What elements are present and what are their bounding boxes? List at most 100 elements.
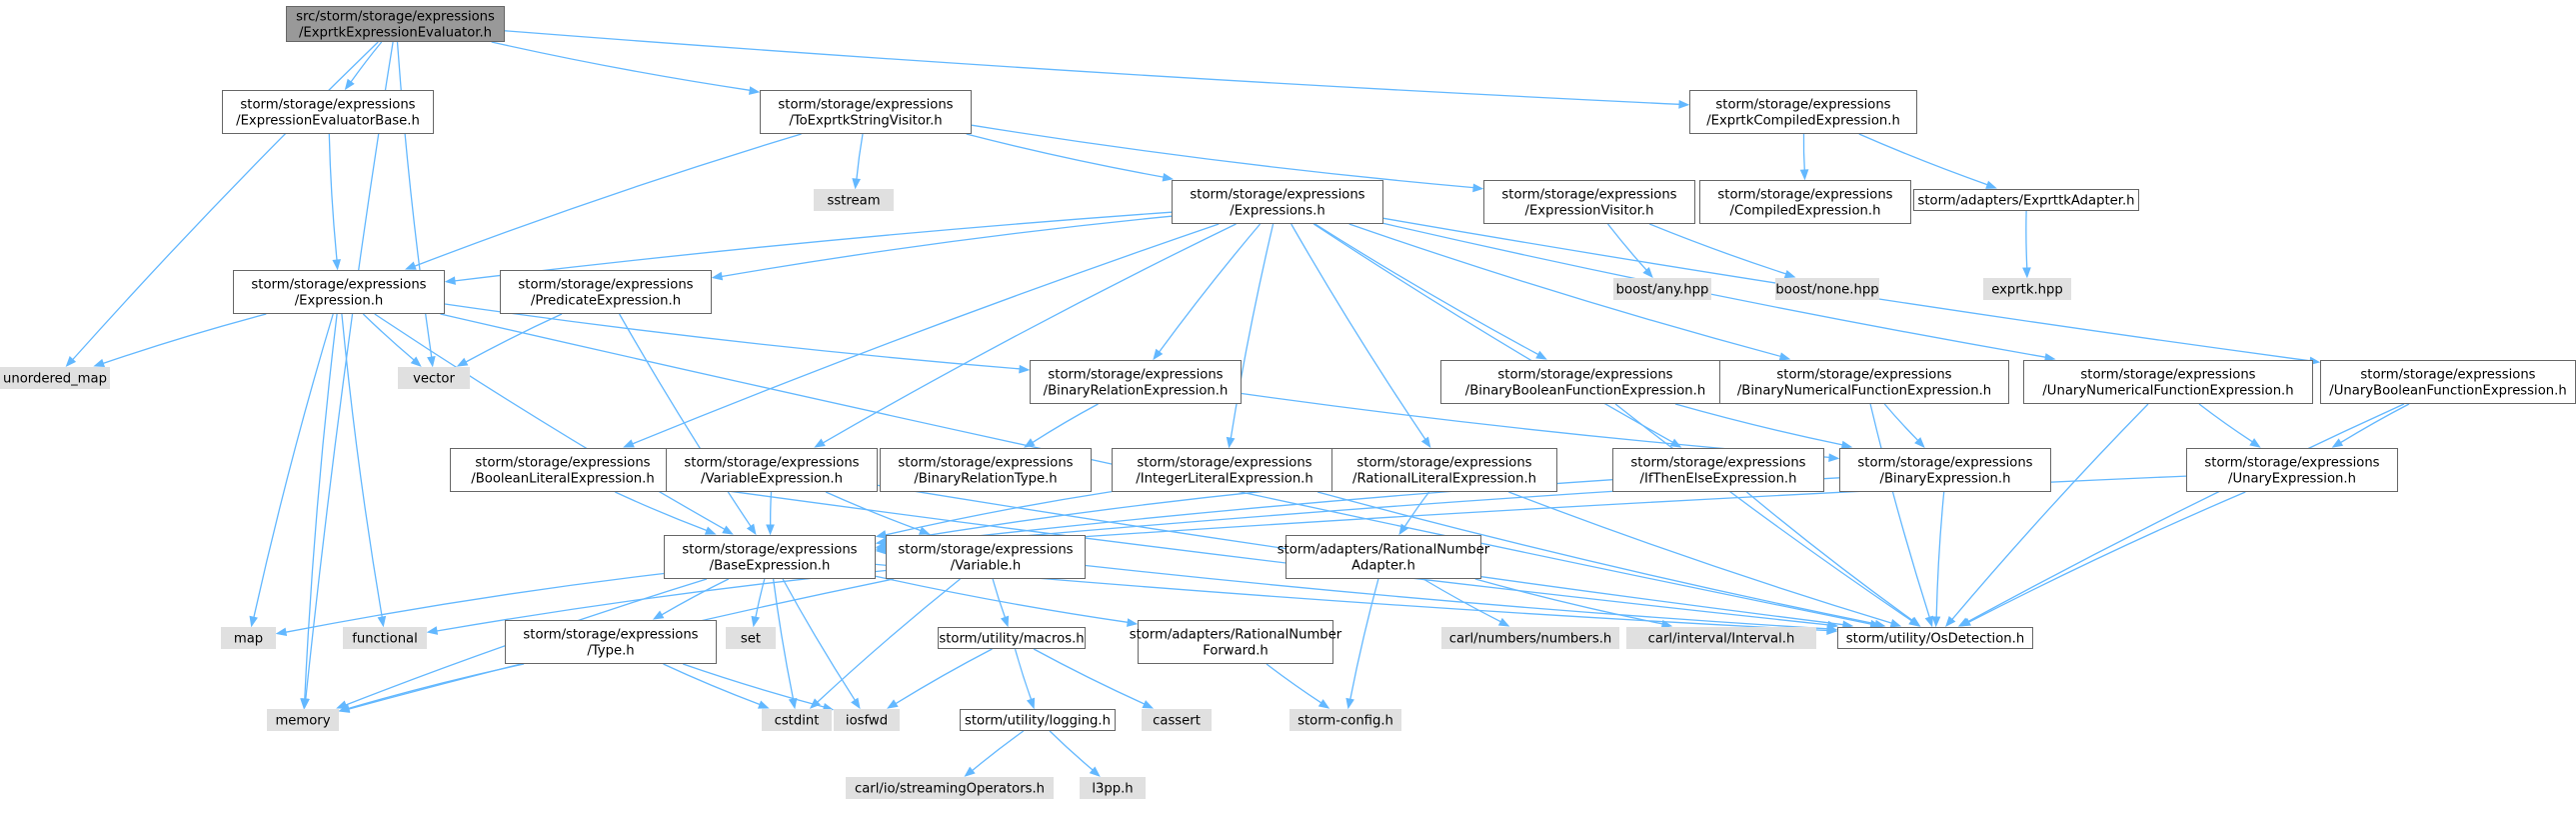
arrowhead-icon [1985, 180, 1997, 189]
edge-line [1968, 491, 2246, 623]
edge-to-exprtk-string-visitor-to-expressions [966, 133, 1175, 182]
node-label: storm-config.h [1297, 714, 1393, 729]
node-box [666, 448, 878, 492]
node-cassert: cassert [1142, 709, 1212, 731]
edge-expression-to-unordered-map [93, 313, 267, 368]
node-label: /UnaryBooleanFunctionExpression.h [2329, 384, 2566, 399]
node-box [1112, 448, 1337, 492]
arrowhead-icon [887, 699, 899, 709]
node-label: /ExprtkExpressionEvaluator.h [299, 26, 492, 41]
node-box [222, 90, 434, 134]
node-exprttk-adapter[interactable]: storm/adapters/ExprttkAdapter.h [1913, 189, 2139, 211]
node-rational-literal-expression[interactable]: storm/storage/expressions/RationalLitera… [1331, 448, 1557, 492]
arrowhead-icon [332, 259, 341, 271]
node-boost-any: boost/any.hpp [1613, 278, 1711, 300]
node-carl-numbers: carl/numbers/numbers.h [1441, 627, 1619, 649]
edge-line [1422, 578, 1501, 623]
node-integer-literal-expression[interactable]: storm/storage/expressions/IntegerLiteral… [1112, 448, 1337, 492]
node-label: /Expressions.h [1230, 204, 1324, 219]
edge-root-to-vector [396, 41, 436, 368]
edge-line [1049, 730, 1094, 771]
edge-line [285, 572, 665, 633]
edge-type-to-cstdint [663, 663, 770, 709]
node-label: storm/storage/expressions [1356, 456, 1531, 471]
edge-rational-number-adapter-to-carl-numbers [1422, 578, 1510, 627]
edge-line [454, 211, 1173, 282]
node-type[interactable]: storm/storage/expressions/Type.h [505, 620, 717, 664]
node-binary-boolean-function-expression[interactable]: storm/storage/expressions/BinaryBooleanF… [1440, 360, 1730, 404]
node-to-exprtk-string-visitor[interactable]: storm/storage/expressions/ToExprtkString… [760, 90, 972, 134]
node-exprtk: exprtk.hpp [1983, 278, 2071, 300]
edge-boolean-literal-expression-to-base-expression [615, 491, 717, 535]
node-expression[interactable]: storm/storage/expressions/Expression.h [233, 270, 445, 314]
node-label: storm/storage/expressions [1501, 188, 1676, 203]
edge-rational-literal-expression-to-os-detection [1508, 491, 1902, 628]
node-binary-expression[interactable]: storm/storage/expressions/BinaryExpressi… [1839, 448, 2051, 492]
node-box [267, 709, 339, 731]
node-boolean-literal-expression[interactable]: storm/storage/expressions/BooleanLiteral… [450, 448, 676, 492]
arrowhead-icon [918, 526, 931, 535]
node-box [664, 535, 876, 579]
node-expression-visitor[interactable]: storm/storage/expressions/ExpressionVisi… [1483, 180, 1695, 224]
node-label: exprtk.hpp [1991, 283, 2063, 298]
edge-line [328, 133, 338, 261]
edge-line [1966, 403, 2405, 623]
node-label: /BinaryExpression.h [1880, 472, 2011, 487]
edge-base-expression-to-map [275, 572, 665, 637]
node-label: /BinaryRelationExpression.h [1044, 384, 1229, 399]
arrowhead-icon [875, 530, 888, 539]
arrowhead-icon [1783, 269, 1796, 279]
edge-base-expression-to-iosfwd [782, 578, 861, 710]
node-macros[interactable]: storm/utility/macros.h [938, 627, 1086, 649]
edge-line [350, 41, 383, 83]
node-binary-numerical-function-expression[interactable]: storm/storage/expressions/BinaryNumerica… [1719, 360, 2009, 404]
node-box [233, 270, 445, 314]
edge-root-to-unordered-map [65, 41, 379, 368]
edge-exprtk-compiled-expression-to-exprttk-adapter [1858, 133, 1997, 189]
node-compiled-expression[interactable]: storm/storage/expressions/CompiledExpres… [1699, 180, 1911, 224]
node-label: Adapter.h [1351, 559, 1415, 574]
node-variable-expression[interactable]: storm/storage/expressions/VariableExpres… [666, 448, 878, 492]
arrowhead-icon [757, 700, 770, 709]
node-variable[interactable]: storm/storage/expressions/Variable.h [886, 535, 1086, 579]
edge-line [1032, 403, 1099, 443]
node-base-expression[interactable]: storm/storage/expressions/BaseExpression… [664, 535, 876, 579]
edge-line [1348, 223, 1781, 358]
edge-line [362, 313, 415, 361]
edge-line [885, 483, 1332, 543]
node-label: storm/storage/expressions [523, 628, 698, 643]
node-box [760, 90, 972, 134]
edge-line [1014, 648, 1033, 700]
node-expressions[interactable]: storm/storage/expressions/Expressions.h [1172, 180, 1383, 224]
node-functional: functional [343, 627, 427, 649]
node-label: set [741, 632, 761, 647]
node-if-then-else-expression[interactable]: storm/storage/expressions/IfThenElseExpr… [1612, 448, 1824, 492]
node-expression-evaluator-base[interactable]: storm/storage/expressions/ExpressionEval… [222, 90, 434, 134]
edge-unary-numerical-function-expression-to-unary-expression [2198, 403, 2261, 448]
node-label: /BinaryRelationType.h [914, 472, 1057, 487]
node-root: src/storm/storage/expressions/ExprtkExpr… [286, 6, 505, 42]
edge-rational-literal-expression-to-rational-number-adapter [1398, 491, 1430, 536]
node-predicate-expression[interactable]: storm/storage/expressions/PredicateExpre… [500, 270, 712, 314]
edge-binary-boolean-function-expression-to-binary-expression [1674, 403, 1853, 450]
node-unordered-map: unordered_map [0, 367, 110, 389]
edge-line [374, 313, 726, 530]
node-os-detection[interactable]: storm/utility/OsDetection.h [1837, 627, 2033, 649]
node-label: sstream [827, 194, 880, 209]
edge-binary-expression-to-os-detection [1931, 491, 1945, 628]
node-unary-boolean-function-expression[interactable]: storm/storage/expressions/UnaryBooleanFu… [2320, 360, 2576, 404]
node-exprtk-compiled-expression[interactable]: storm/storage/expressions/ExprtkCompiled… [1689, 90, 1917, 134]
arrowhead-icon [1497, 617, 1510, 627]
edge-line [770, 491, 773, 526]
node-label: vector [413, 372, 455, 387]
node-binary-relation-expression[interactable]: storm/storage/expressions/BinaryRelation… [1030, 360, 1242, 404]
arrowhead-icon [1669, 438, 1682, 448]
node-carl-interval: carl/interval/Interval.h [1626, 627, 1816, 649]
edge-line [856, 133, 864, 180]
node-logging[interactable]: storm/utility/logging.h [960, 709, 1116, 731]
node-unary-numerical-function-expression[interactable]: storm/storage/expressions/UnaryNumerical… [2023, 360, 2313, 404]
node-binary-relation-type[interactable]: storm/storage/expressions/BinaryRelation… [880, 448, 1092, 492]
node-unary-expression[interactable]: storm/storage/expressions/UnaryExpressio… [2186, 448, 2398, 492]
